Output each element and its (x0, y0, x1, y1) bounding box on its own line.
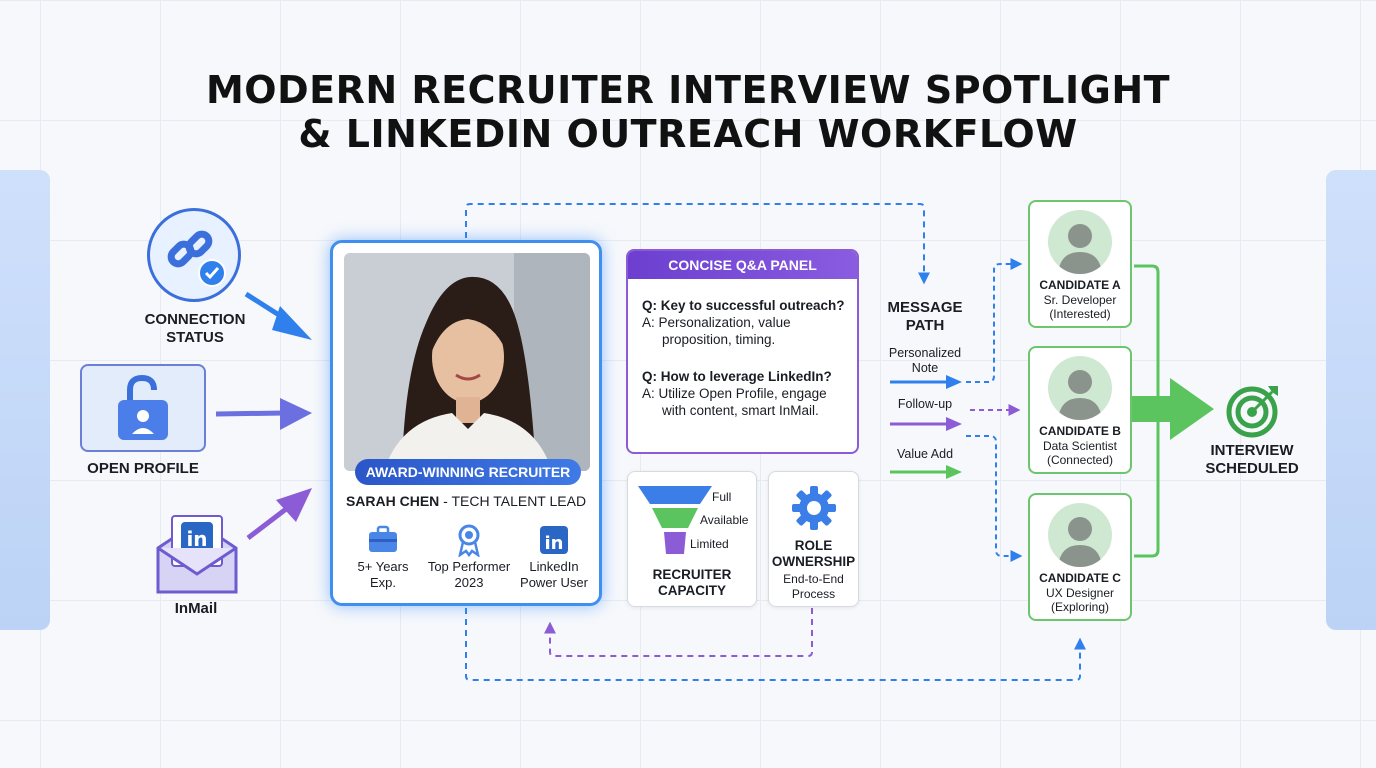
recruiter-card[interactable]: AWARD-WINNING RECRUITER SARAH CHEN - TEC… (330, 240, 602, 606)
qa-item: Q: Key to successful outreach? A: Person… (642, 298, 845, 347)
role-feedback-connector (544, 608, 813, 657)
capacity-level-limited: Limited (690, 537, 729, 551)
open-profile-arrow (215, 398, 312, 430)
candidate-card-c[interactable]: CANDIDATE C UX Designer (Exploring) (1028, 493, 1132, 621)
candidate-card-b[interactable]: CANDIDATE B Data Scientist (Connected) (1028, 346, 1132, 474)
inmail-arrow (246, 488, 312, 540)
inmail-label: InMail (174, 600, 218, 617)
gear-icon (792, 486, 836, 530)
capacity-funnel-icon (638, 486, 712, 554)
inmail-icon: in (154, 512, 240, 596)
award-ribbon-icon (421, 523, 517, 558)
page-title: MODERN RECRUITER INTERVIEW SPOTLIGHT & L… (205, 68, 1171, 156)
svg-text:in: in (186, 527, 207, 551)
svg-text:in: in (545, 533, 564, 554)
value-add-arrow (890, 465, 962, 479)
open-profile-label: OPEN PROFILE (87, 460, 199, 477)
target-icon (1226, 382, 1282, 438)
qa-item: Q: How to leverage LinkedIn? A: Utilize … (642, 369, 832, 418)
follow-up-arrow (890, 417, 962, 431)
linkedin-icon: in (509, 523, 599, 557)
branch-to-candidate-a (966, 258, 1023, 383)
personalized-note-arrow (890, 375, 962, 389)
message-step-value-add: Value Add (896, 447, 954, 461)
open-profile-icon (80, 364, 206, 452)
capacity-level-full: Full (712, 490, 732, 504)
outcome-arrow (1130, 378, 1214, 440)
left-edge-panel (0, 170, 50, 630)
message-step-follow-up: Follow-up (897, 397, 953, 411)
connection-status-icon (147, 208, 241, 302)
candidates-merge-bracket (1134, 264, 1160, 558)
candidate-avatar (1048, 356, 1112, 420)
award-badge: AWARD-WINNING RECRUITER (355, 459, 581, 485)
recruiter-photo (344, 253, 590, 471)
candidate-card-a[interactable]: CANDIDATE A Sr. Developer (Interested) (1028, 200, 1132, 328)
right-edge-panel (1326, 170, 1376, 630)
briefcase-icon (338, 523, 428, 557)
qa-panel: CONCISE Q&A PANEL Q: Key to successful o… (626, 249, 859, 454)
candidate-avatar (1048, 210, 1112, 274)
candidate-avatar (1048, 503, 1112, 567)
qa-panel-title: CONCISE Q&A PANEL (628, 251, 857, 279)
recruiter-name: SARAH CHEN - TECH TALENT LEAD (345, 493, 587, 509)
bottom-loop-connector (465, 608, 1086, 681)
branch-to-candidate-c (966, 435, 1023, 562)
capacity-level-available: Available (700, 513, 749, 527)
